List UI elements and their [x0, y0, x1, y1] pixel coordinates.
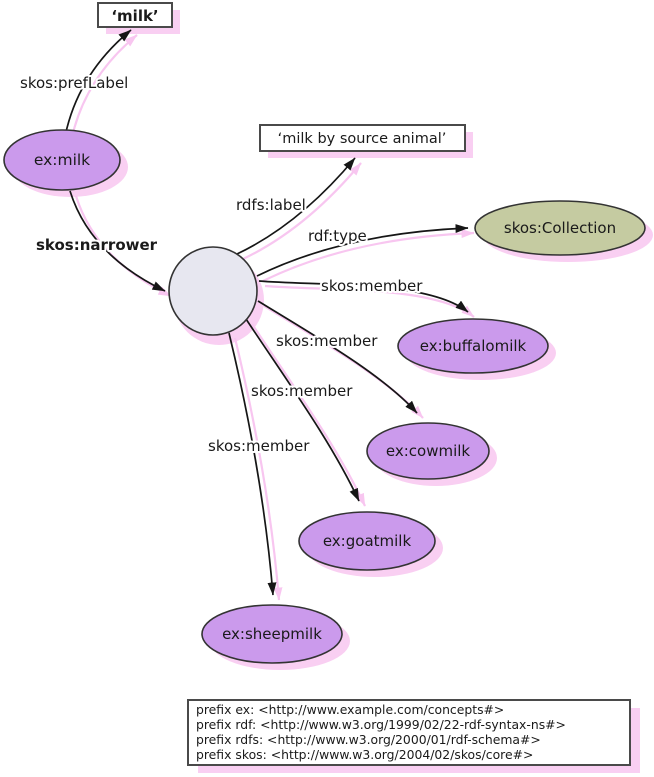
rdf-type-edge-label: rdf:type — [308, 227, 367, 245]
member2-edge-label: skos:member — [276, 332, 378, 350]
prefix-line-ex: prefix ex: <http://www.example.com/conce… — [196, 702, 504, 717]
nodes — [3, 2, 646, 766]
node-labels: ‘milk’ ‘milk by source animal’ ex:milk s… — [34, 7, 616, 643]
member3-arrow — [245, 318, 360, 502]
ex-buffalomilk-label: ex:buffalomilk — [420, 337, 527, 355]
narrower-edge-label: skos:narrower — [36, 236, 158, 254]
prefix-line-skos: prefix skos: <http://www.w3.org/2004/02/… — [196, 747, 533, 762]
milk-by-source-literal-box — [259, 124, 466, 152]
ex-milk-node — [3, 129, 121, 191]
ex-goatmilk-label: ex:goatmilk — [323, 532, 412, 550]
ex-cowmilk-node — [366, 422, 490, 480]
rdfs-label-arrow — [236, 157, 356, 255]
member1-arrow — [258, 280, 469, 313]
member1-edge-label: skos:member — [321, 277, 423, 295]
prefix-line-rdf: prefix rdf: <http://www.w3.org/1999/02/2… — [196, 717, 566, 732]
rdf-type-arrow-shadow — [262, 229, 475, 282]
skos-collection-node — [474, 200, 646, 256]
prefix-lines: prefix ex: <http://www.example.com/conce… — [196, 702, 566, 762]
ex-sheepmilk-label: ex:sheepmilk — [222, 625, 322, 643]
rdf-type-arrow — [256, 224, 469, 277]
narrower-arrow — [69, 190, 166, 292]
prefix-line-rdfs: prefix rdfs: <http://www.w3.org/2000/01/… — [196, 732, 541, 747]
rdfs-label-arrow-shadow — [242, 162, 362, 260]
member2-arrow-shadow — [263, 305, 424, 419]
ex-goatmilk-node — [298, 511, 436, 571]
ex-milk-label: ex:milk — [34, 151, 90, 169]
ex-sheepmilk-node — [201, 604, 343, 664]
blank-node — [168, 246, 258, 336]
edge-labels: skos:prefLabel skos:narrower rdfs:label … — [18, 72, 425, 457]
member4-edge-label: skos:member — [208, 437, 310, 455]
member4-arrow-shadow — [233, 337, 283, 601]
milk-by-source-literal-label: ‘milk by source animal’ — [278, 131, 447, 147]
member3-edge-label: skos:member — [251, 382, 353, 400]
ex-buffalomilk-node — [397, 318, 549, 374]
milk-literal-label: ‘milk’ — [111, 7, 158, 25]
ex-cowmilk-label: ex:cowmilk — [386, 442, 471, 460]
preflabel-edge-label: skos:prefLabel — [20, 74, 128, 92]
milk-literal-box — [97, 2, 173, 28]
edges — [65, 29, 469, 596]
member4-arrow — [228, 332, 277, 596]
prefix-box — [187, 699, 631, 766]
member3-arrow-shadow — [251, 323, 366, 507]
preflabel-arrow — [65, 29, 132, 133]
preflabel-arrow-shadow — [70, 34, 138, 138]
edge-shadows — [70, 34, 475, 601]
member2-arrow — [257, 300, 418, 414]
rdfs-label-edge-label: rdfs:label — [236, 196, 306, 214]
skos-collection-label: skos:Collection — [504, 219, 616, 237]
